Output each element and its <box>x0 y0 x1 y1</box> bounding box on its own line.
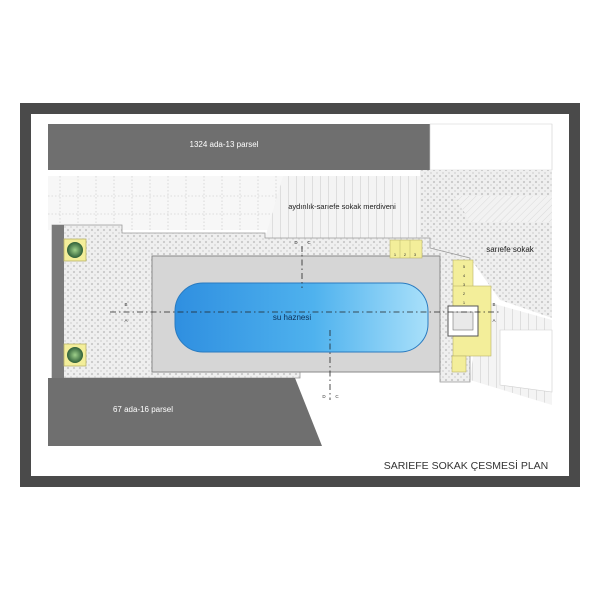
section-mark-c-bottom: C <box>335 394 339 399</box>
step-block-top <box>389 239 423 259</box>
stairs <box>265 176 440 238</box>
drawing-area <box>48 123 553 446</box>
step-number: 2 <box>404 252 407 257</box>
fountain-niche <box>447 259 492 373</box>
section-mark-c-top: C <box>307 240 311 245</box>
basin-label: su haznesi <box>273 313 311 322</box>
parcel-bottom-label: 67 ada-16 parsel <box>113 405 173 414</box>
step-number: 3 <box>463 282 466 287</box>
parcel-top-label: 1324 ada-13 parsel <box>190 140 259 149</box>
section-mark-a-left: A <box>124 318 127 323</box>
planter-bottom <box>63 343 87 367</box>
step-number: 3 <box>414 252 417 257</box>
section-mark-d-bottom: D <box>322 394 326 399</box>
parcel-bottom <box>48 378 322 446</box>
step-number: 1 <box>394 252 397 257</box>
section-lines <box>110 246 500 400</box>
section-mark-d-top: D <box>294 240 298 245</box>
step-number: 2 <box>463 291 466 296</box>
parcel-top <box>48 124 430 170</box>
section-mark-b-right: B <box>492 302 495 307</box>
planter-top <box>63 238 87 262</box>
step-number: 5 <box>463 264 466 269</box>
step-number: 1 <box>463 300 466 305</box>
left-wall <box>52 225 64 378</box>
water-basin <box>174 282 429 353</box>
section-mark-a-right: A <box>492 318 495 323</box>
plan-title: SARIEFE SOKAK ÇESMESİ PLAN <box>384 459 549 472</box>
stairs-area-left <box>48 176 283 230</box>
step-number: 4 <box>463 273 466 278</box>
section-mark-b-left: B <box>124 302 127 307</box>
stairs-label: aydınlık-sarıefe sokak merdiveni <box>288 202 396 211</box>
street-label: sarıefe sokak <box>486 245 535 254</box>
